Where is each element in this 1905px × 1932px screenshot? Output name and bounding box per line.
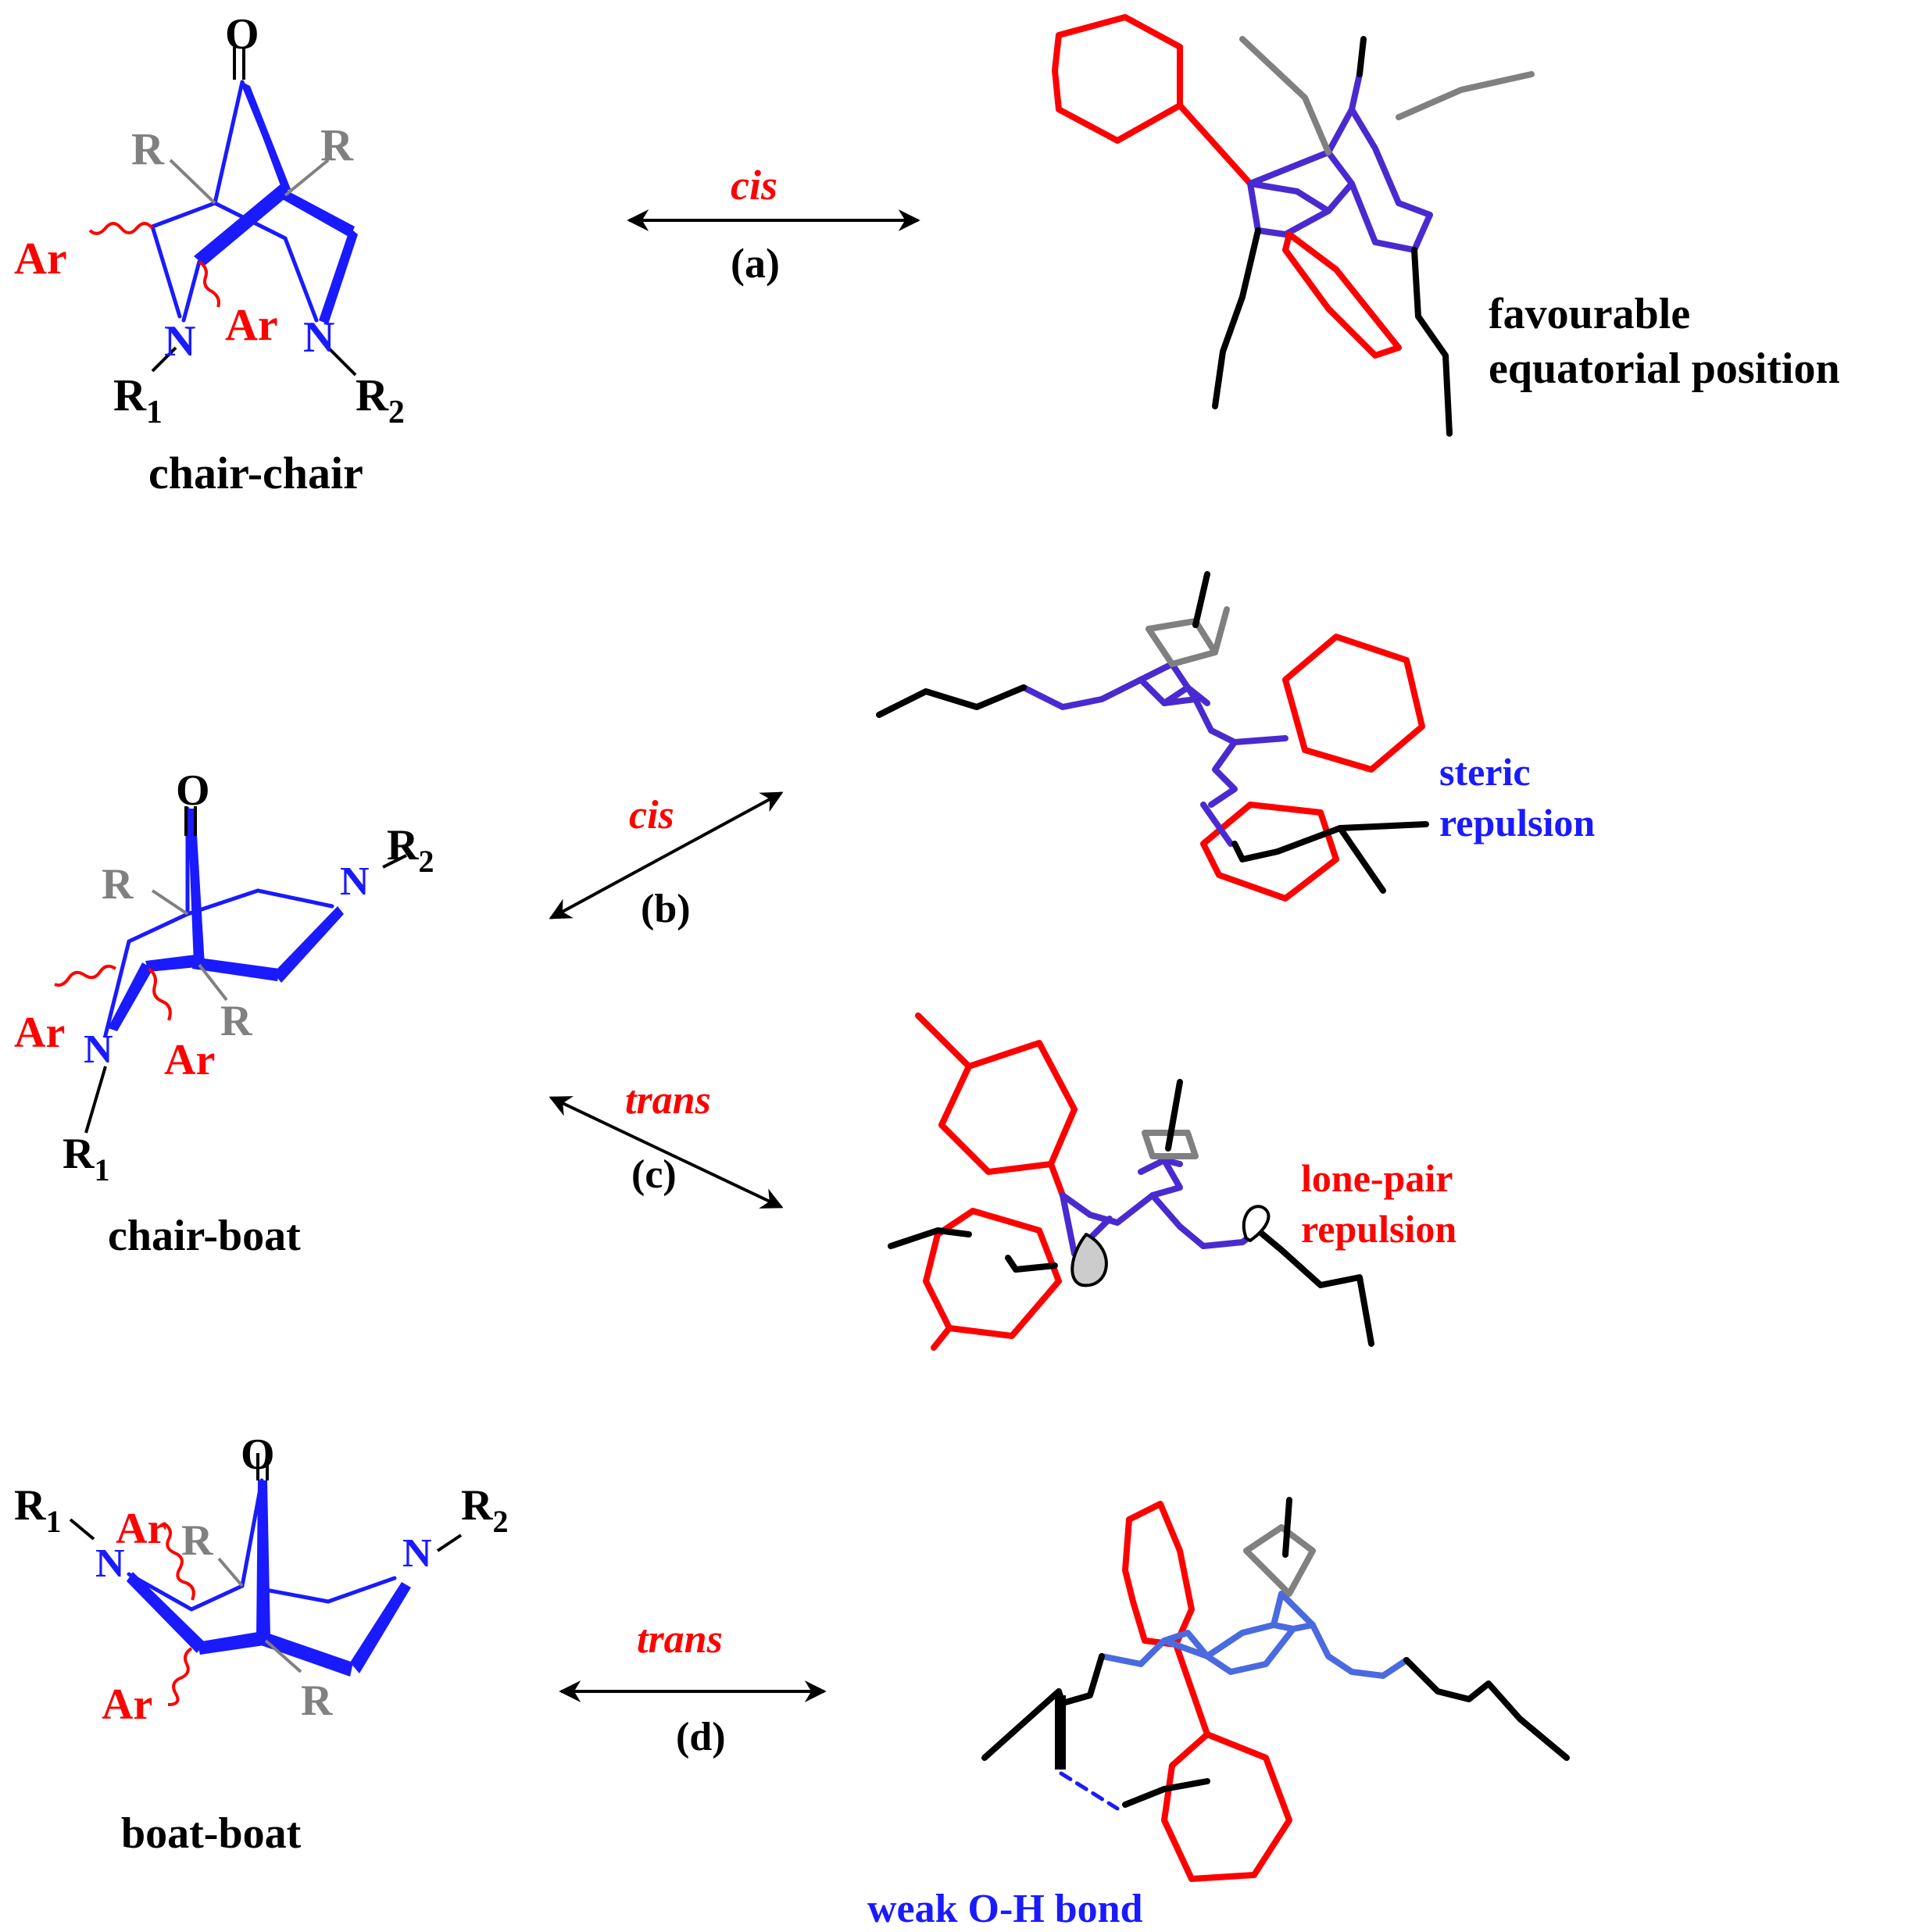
chair-chair-oxygen: O xyxy=(225,10,259,59)
boat-boat-oxygen: O xyxy=(241,1430,275,1479)
chair-chair-n-right: N xyxy=(303,313,334,362)
equilibrium-a-label: (a) xyxy=(731,240,780,287)
svg-text:R1: R1 xyxy=(113,370,163,430)
chair-boat-r1: R xyxy=(63,1130,95,1178)
chair-chair-label: chair-chair xyxy=(148,448,363,498)
chair-boat-r-top: R xyxy=(102,860,134,909)
chair-boat-r1-subscript: 1 xyxy=(94,1152,109,1187)
model-b-cis-chair-boat xyxy=(876,571,1429,902)
chair-boat-n-left: N xyxy=(84,1027,113,1072)
chair-chair-structure: O R R Ar Ar N N R1 R2 chair-chair xyxy=(14,10,405,498)
boat-boat-ar-bottom: Ar xyxy=(102,1680,152,1729)
boat-boat-r-bottom: R xyxy=(301,1677,333,1725)
annotation-steric: steric xyxy=(1439,750,1531,794)
equilibrium-c-label: (c) xyxy=(631,1152,677,1197)
svg-text:R1: R1 xyxy=(14,1481,61,1539)
svg-text:R2: R2 xyxy=(461,1481,508,1539)
svg-text:R2: R2 xyxy=(356,370,405,430)
chair-boat-ar-left: Ar xyxy=(14,1009,65,1057)
model-a-chair-chair xyxy=(1052,14,1535,437)
chair-boat-n-right: N xyxy=(340,859,370,904)
equilibrium-c: trans (c) xyxy=(549,1078,784,1209)
model-d-trans-boat-boat xyxy=(981,1497,1570,1882)
chair-chair-r-right: R xyxy=(320,120,354,170)
equilibrium-b-relation: cis xyxy=(629,793,674,837)
annotation-favourable: favourable xyxy=(1489,290,1690,338)
boat-boat-r-top: R xyxy=(181,1516,213,1565)
chair-boat-r2-subscript: 2 xyxy=(418,844,434,879)
annotation-weak-oh-bond: weak O-H bond xyxy=(867,1887,1143,1931)
chair-chair-r2: R xyxy=(356,370,389,420)
chair-boat-r-bottom: R xyxy=(220,997,252,1045)
equilibrium-d-relation: trans xyxy=(637,1617,723,1662)
chair-chair-ar-left: Ar xyxy=(14,233,67,284)
boat-boat-r2-subscript: 2 xyxy=(492,1504,508,1539)
svg-text:R2: R2 xyxy=(387,821,434,879)
equilibrium-a-relation: cis xyxy=(731,162,777,209)
boat-boat-label: boat-boat xyxy=(121,1809,302,1858)
boat-boat-r2: R xyxy=(461,1481,493,1530)
boat-boat-ar-top: Ar xyxy=(116,1505,166,1553)
boat-boat-r1-subscript: 1 xyxy=(45,1504,61,1539)
equilibrium-b: cis (b) xyxy=(549,791,784,931)
equilibrium-b-label: (b) xyxy=(641,887,691,931)
chair-chair-r1: R xyxy=(113,370,147,420)
boat-boat-n-left: N xyxy=(95,1541,125,1586)
chair-boat-label: chair-boat xyxy=(108,1212,301,1260)
equilibrium-d: trans (d) xyxy=(559,1617,827,1759)
boat-boat-structure: O R R Ar Ar N N R1 R2 boat-boat xyxy=(14,1430,508,1858)
annotation-steric-repulsion: repulsion xyxy=(1439,801,1595,845)
annotation-lone-pair-repulsion: repulsion xyxy=(1301,1207,1456,1251)
equilibrium-a: cis (a) xyxy=(627,162,920,287)
chair-chair-n-left: N xyxy=(164,317,195,366)
chair-chair-r2-subscript: 2 xyxy=(388,395,405,430)
equilibrium-c-relation: trans xyxy=(625,1078,711,1123)
boat-boat-r1: R xyxy=(14,1481,46,1530)
chair-chair-ar-mid: Ar xyxy=(225,299,278,350)
chair-boat-oxygen: O xyxy=(176,766,210,815)
boat-boat-n-right: N xyxy=(402,1531,432,1576)
chair-boat-r2: R xyxy=(387,821,419,870)
chair-boat-structure: O R R Ar Ar N N R1 R2 chair-boat xyxy=(14,766,434,1260)
model-c-trans-chair-boat xyxy=(888,1012,1374,1351)
chair-chair-r-left: R xyxy=(131,123,165,174)
chair-chair-r1-subscript: 1 xyxy=(146,395,163,430)
equilibrium-d-label: (d) xyxy=(676,1715,726,1759)
chair-boat-ar-mid: Ar xyxy=(164,1036,215,1084)
annotation-lone-pair: lone-pair xyxy=(1301,1156,1453,1200)
annotation-equatorial-position: equatorial position xyxy=(1489,345,1840,393)
svg-text:R1: R1 xyxy=(63,1130,109,1187)
